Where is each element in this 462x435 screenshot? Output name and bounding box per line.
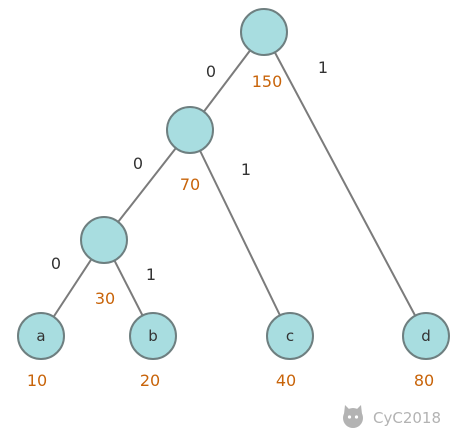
bit-root-left: 0 [206,62,216,81]
node-root [240,8,288,56]
github-octocat-icon [343,405,363,428]
edge-70-to-c [189,129,291,337]
leaf-c-label: c [286,327,294,345]
weight-c: 40 [276,371,296,390]
leaf-a-label: a [36,327,45,345]
weight-70: 70 [180,175,200,194]
node-70 [166,106,214,154]
watermark: CyC2018 [343,405,441,428]
bit-root-right: 1 [318,58,328,77]
weight-root: 150 [252,72,283,91]
bit-30-left: 0 [51,254,61,273]
weight-30: 30 [95,289,115,308]
weight-d: 80 [414,371,434,390]
bit-70-right: 1 [241,160,251,179]
weight-b: 20 [140,371,160,390]
leaf-c [266,312,314,360]
leaf-b-label: b [148,327,158,345]
weight-a: 10 [27,371,47,390]
leaf-d-label: d [421,327,431,345]
leaf-b [129,312,177,360]
node-30 [80,216,128,264]
bit-70-left: 0 [133,154,143,173]
leaf-d [402,312,450,360]
watermark-text: CyC2018 [373,409,441,427]
edge-root-to-d [263,31,427,337]
bit-30-right: 1 [146,265,156,284]
leaf-a [17,312,65,360]
